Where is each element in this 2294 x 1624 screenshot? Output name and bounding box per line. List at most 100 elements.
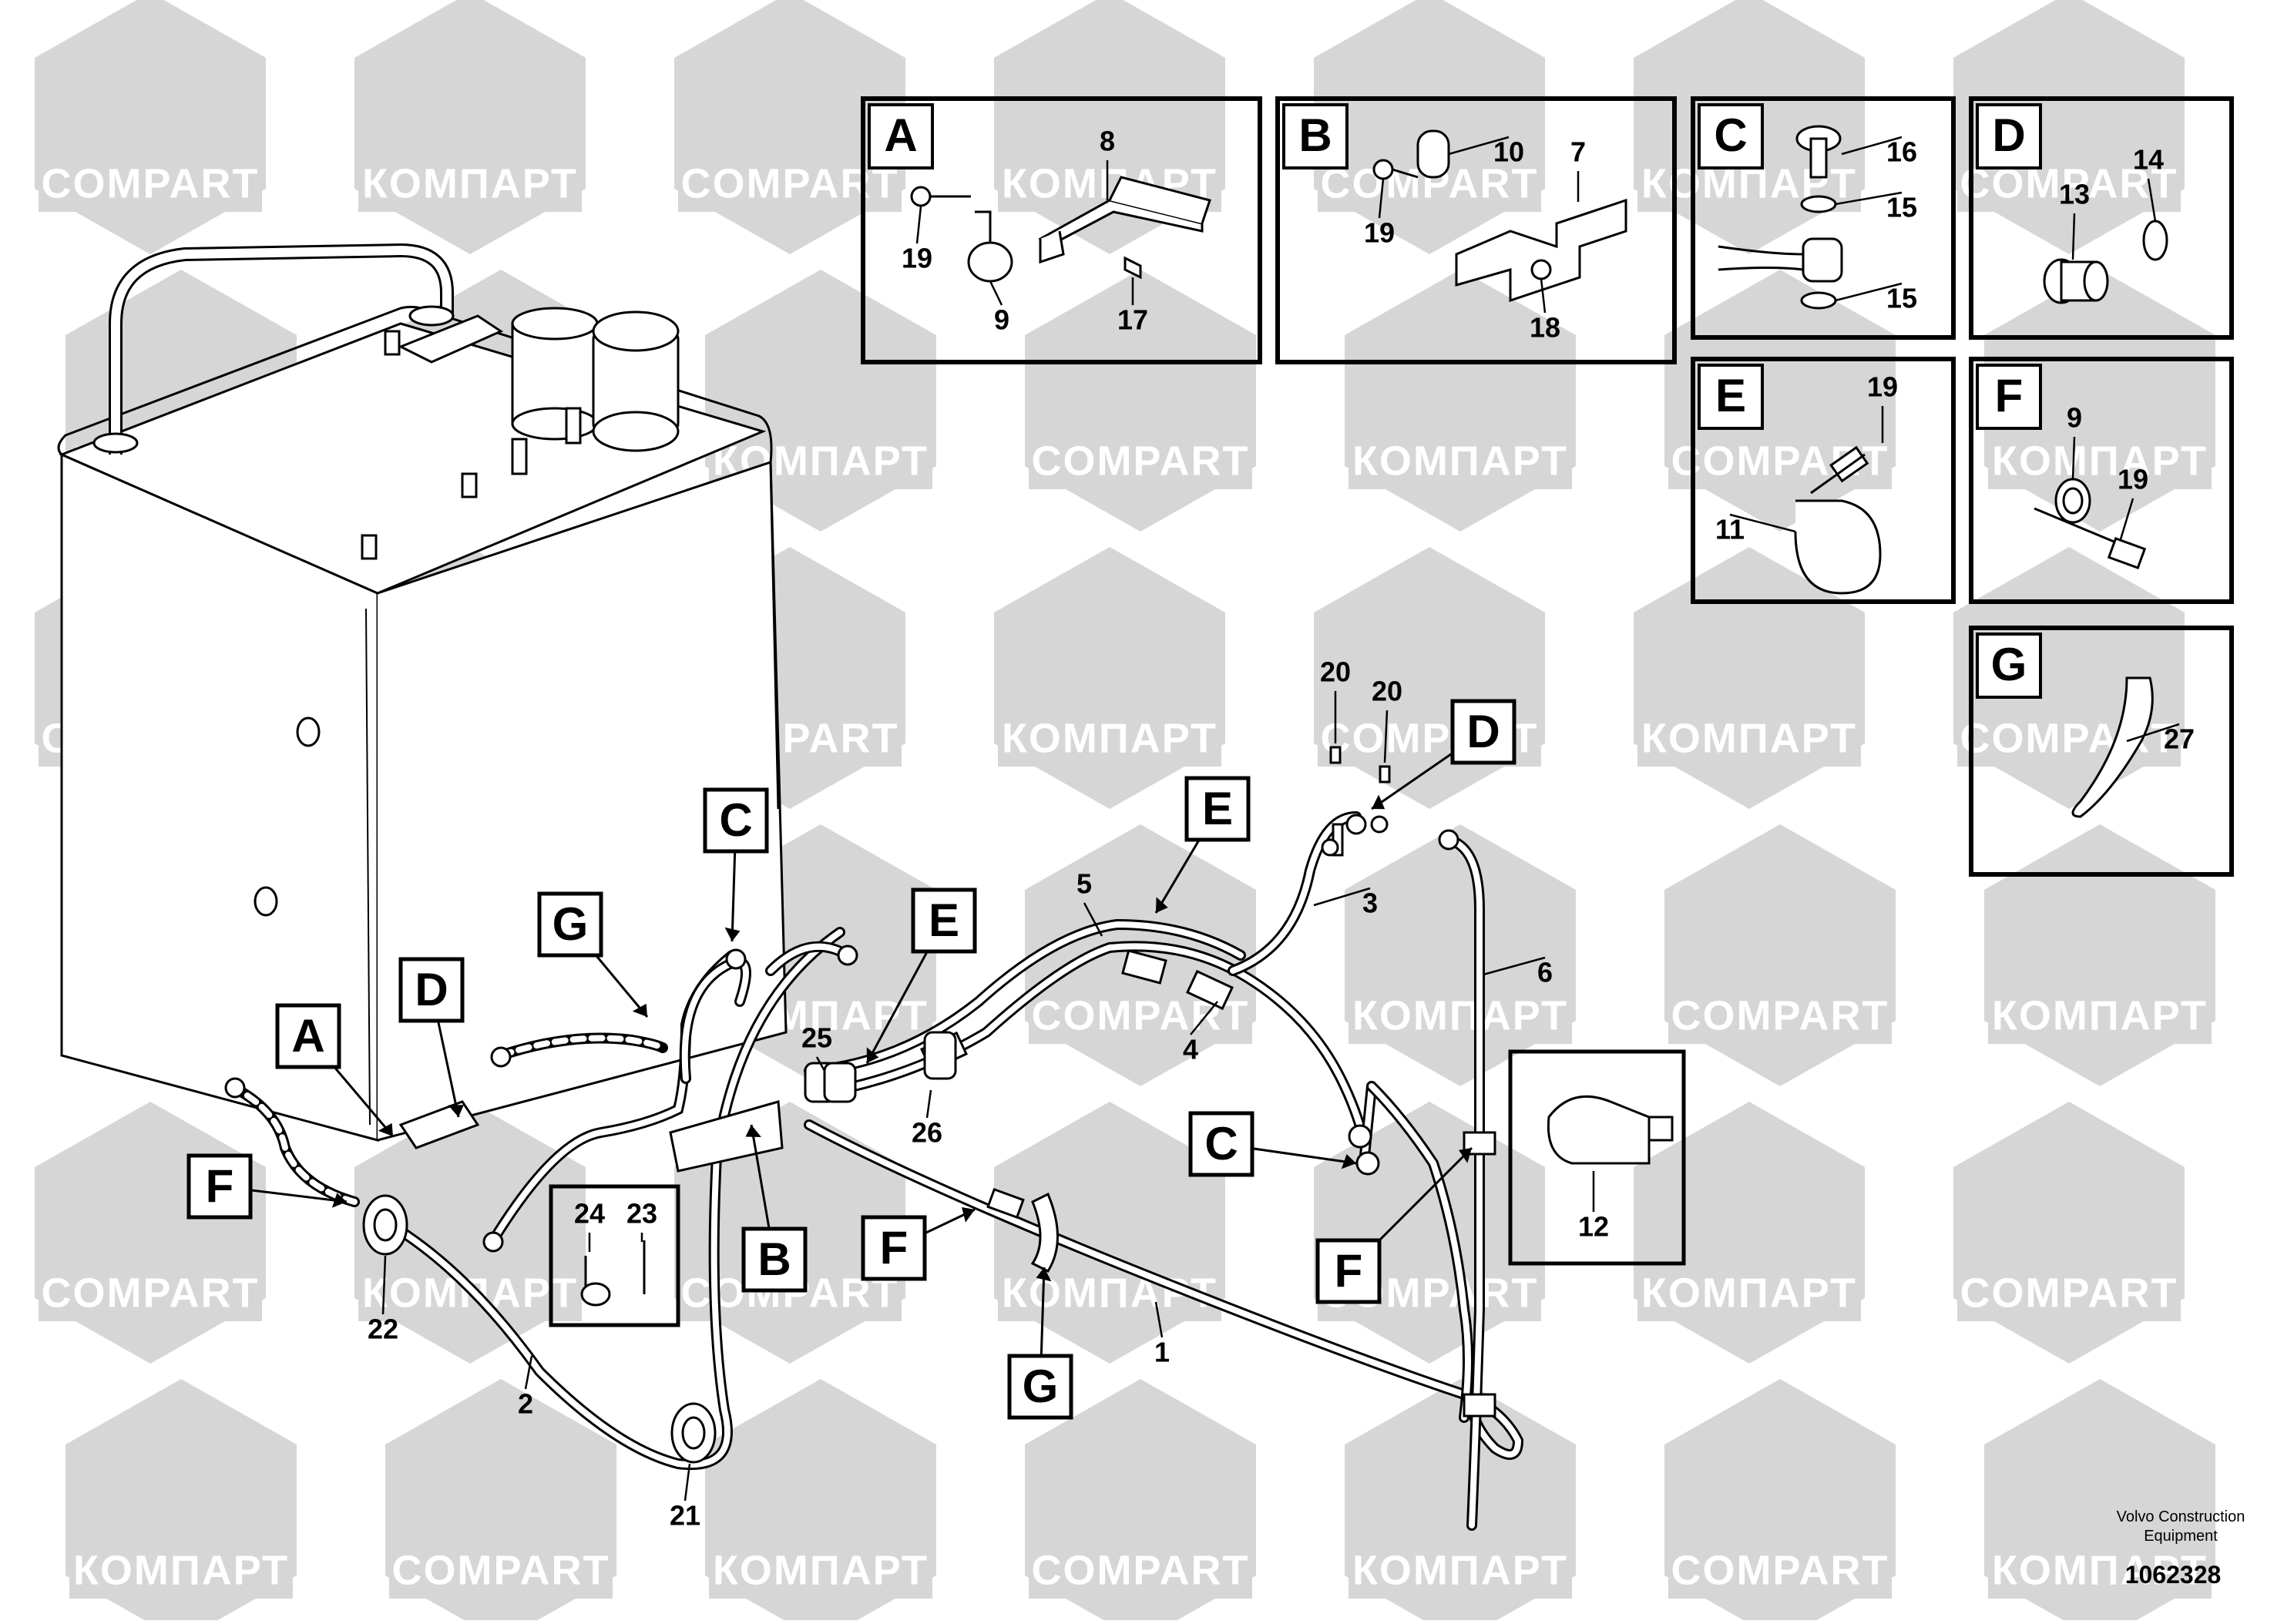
watermark-text: COMPART <box>1032 1547 1250 1593</box>
watermark-text: COMPART <box>681 160 899 206</box>
callout-7: 7 <box>1570 136 1586 202</box>
tag-g2: G <box>1007 1267 1073 1420</box>
tag-d2: D <box>1371 699 1516 810</box>
view-tag-letter: E <box>1202 783 1233 834</box>
callout-number: 17 <box>1117 304 1148 336</box>
callout-1: 1 <box>1154 1301 1170 1368</box>
callout-9: 9 <box>989 280 1009 336</box>
inset-box-12 <box>1508 1049 1686 1266</box>
main-view-fittings <box>224 814 1496 1464</box>
tag-f3: F <box>1315 1146 1473 1304</box>
callout-19: 19 <box>1364 178 1395 249</box>
callout-25: 25 <box>801 1022 832 1072</box>
tag-f2: F <box>861 1206 976 1281</box>
watermark-tile: КОМПАРТ <box>1984 1379 2215 1624</box>
watermark-tile: COMPART <box>35 1102 266 1364</box>
callout-19: 19 <box>2118 464 2148 540</box>
callout-19: 19 <box>1867 371 1898 443</box>
callout-8: 8 <box>1100 126 1115 200</box>
footer: Volvo Construction Equipment 1062328 <box>2117 1508 2245 1589</box>
watermark-text: COMPART <box>1671 1547 1889 1593</box>
callout-number: 19 <box>1364 217 1395 249</box>
panel-letter: C <box>1714 109 1747 161</box>
inset-box-24-23 <box>549 1184 680 1327</box>
callout-13: 13 <box>2059 179 2090 260</box>
callout-number: 24 <box>574 1198 605 1230</box>
watermark-text: COMPART <box>1671 992 1889 1038</box>
view-tag-letter: F <box>206 1160 234 1212</box>
panel-letter: D <box>1992 109 2025 161</box>
panel-letter: E <box>1715 370 1746 421</box>
callout-19: 19 <box>902 206 932 274</box>
callout-10: 10 <box>1448 136 1524 168</box>
watermark-tile: КОМПАРТ <box>1984 824 2215 1086</box>
callout-number: 19 <box>902 243 932 274</box>
callout-4: 4 <box>1183 1001 1218 1065</box>
watermark-text: КОМПАРТ <box>1002 715 1218 761</box>
watermark-text: КОМПАРТ <box>73 1547 289 1593</box>
callout-6: 6 <box>1483 957 1553 988</box>
watermark-text: КОМПАРТ <box>1641 715 1857 761</box>
watermark-text: COMPART <box>1032 438 1250 484</box>
panel-g: G <box>1969 626 2234 877</box>
callout-number: 6 <box>1537 957 1553 988</box>
tag-c2: C <box>1188 1111 1357 1177</box>
view-tag-letter: C <box>719 794 752 846</box>
callout-number: 19 <box>1867 371 1898 403</box>
callout-number: 13 <box>2059 179 2090 210</box>
callout-9: 9 <box>2067 402 2082 480</box>
tag-b1: B <box>741 1124 808 1293</box>
callout-number: 20 <box>1320 656 1351 688</box>
watermark-tile: КОМПАРТ <box>1634 547 1865 809</box>
watermark-tile: COMPART <box>1025 1379 1256 1624</box>
panel-f: F <box>1969 357 2234 604</box>
watermark-tile: КОМПАРТ <box>65 1379 297 1624</box>
callout-number: 18 <box>1530 312 1560 344</box>
callout-number: 26 <box>912 1117 942 1149</box>
panel-b: B <box>1275 96 1677 364</box>
callout-number: 20 <box>1372 676 1402 707</box>
view-tag-letter: D <box>415 964 448 1015</box>
panel-letter: F <box>1995 370 2024 421</box>
watermark-text: КОМПАРТ <box>1992 992 2208 1038</box>
panel-e: E <box>1691 357 1956 604</box>
callout-22: 22 <box>368 1255 398 1345</box>
footer-company: Volvo Construction <box>2117 1508 2245 1525</box>
callout-number: 22 <box>368 1314 398 1345</box>
callout-number: 19 <box>2118 464 2148 495</box>
callout-23: 23 <box>626 1198 657 1242</box>
view-tag-letter: A <box>291 1010 324 1062</box>
callout-number: 9 <box>2067 402 2082 434</box>
callout-number: 11 <box>1715 514 1745 545</box>
tag-e1: E <box>865 887 977 1064</box>
watermark-text: КОМПАРТ <box>713 1547 929 1593</box>
tag-d1: D <box>398 957 465 1118</box>
callout-number: 15 <box>1886 192 1917 223</box>
callout-number: 14 <box>2133 144 2164 176</box>
callout-number: 16 <box>1886 136 1917 168</box>
watermark-tile: КОМПАРТ <box>1345 270 1576 532</box>
callout-18: 18 <box>1530 278 1560 344</box>
panel-a: A <box>861 96 1262 364</box>
watermark-tile: COMPART <box>1953 0 2185 254</box>
view-tag-letter: G <box>553 898 589 950</box>
watermark-text: КОМПАРТ <box>1352 992 1568 1038</box>
callout-2: 2 <box>518 1355 533 1420</box>
watermark-tile: КОМПАРТ <box>705 1379 936 1624</box>
callout-17: 17 <box>1117 277 1148 336</box>
callout-number: 15 <box>1886 283 1917 314</box>
watermark-text: COMPART <box>42 160 260 206</box>
watermark-text: КОМПАРТ <box>1641 1270 1857 1316</box>
watermark-tile: КОМПАРТ <box>994 1102 1225 1364</box>
watermark-text: КОМПАРТ <box>1352 438 1568 484</box>
callout-number: 9 <box>994 304 1009 336</box>
watermark-tile: КОМПАРТ <box>354 0 586 254</box>
callout-number: 27 <box>2164 723 2195 755</box>
callout-24: 24 <box>574 1198 605 1252</box>
callout-number: 4 <box>1183 1034 1198 1065</box>
callout-number: 8 <box>1100 126 1115 157</box>
